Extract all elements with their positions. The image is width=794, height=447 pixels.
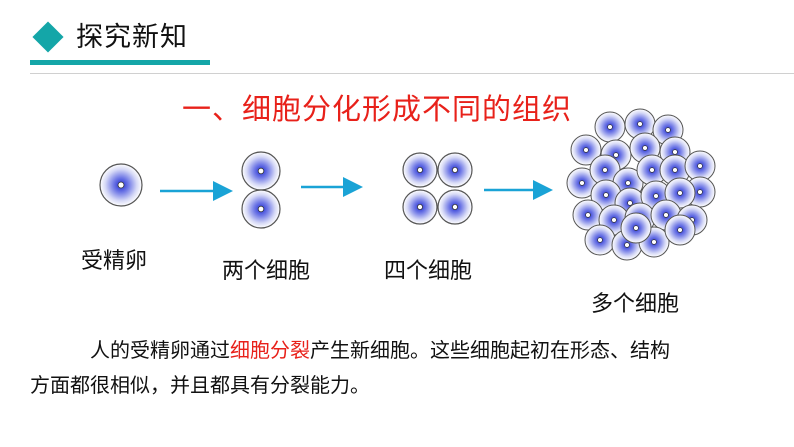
four-cells (402, 152, 473, 225)
cell-nucleus (624, 242, 630, 248)
paragraph-text-1: 人的受精卵通过 (90, 338, 230, 362)
cell-nucleus (653, 193, 659, 199)
cell-nucleus (585, 212, 591, 218)
section-title: 一、细胞分化形成不同的组织 (182, 92, 573, 126)
cell-nucleus (597, 237, 603, 243)
cell-nucleus (665, 127, 671, 133)
two-cells (241, 151, 281, 229)
header-divider (30, 73, 794, 74)
highlight-cell-division: 细胞分裂 (230, 338, 310, 362)
cell-nucleus (697, 189, 703, 195)
cell-nucleus (642, 145, 648, 151)
stage-label-many-cells: 多个细胞 (591, 292, 680, 317)
cell-nucleus (663, 212, 669, 218)
cell-nucleus (637, 121, 643, 127)
cell-nucleus (697, 163, 703, 169)
stage-label-four-cells: 四个细胞 (384, 259, 473, 284)
page-title: 探究新知 (76, 22, 188, 53)
title-underline (30, 60, 210, 65)
fertilized-egg-cell (99, 163, 143, 207)
cell-nucleus (611, 217, 617, 223)
description-paragraph: 人的受精卵通过细胞分裂产生新细胞。这些细胞起初在形态、结构 (90, 332, 780, 369)
cell-nucleus (672, 149, 678, 155)
paragraph-text-2: 产生新细胞。这些细胞起初在形态、结构 (310, 338, 670, 362)
cell-nucleus (613, 152, 619, 158)
many-cells-cluster (566, 108, 716, 261)
cell-nucleus (607, 124, 613, 130)
cell-nucleus (677, 190, 683, 196)
cell-nucleus (625, 180, 631, 186)
cell-nucleus (677, 227, 683, 233)
cell-nucleus (651, 239, 657, 245)
cell-nucleus (672, 167, 678, 173)
cell-nucleus (579, 180, 585, 186)
stage-label-fertilized-egg: 受精卵 (81, 249, 148, 274)
cell-nucleus (603, 192, 609, 198)
cell-nucleus (602, 167, 608, 173)
cell-nucleus (649, 167, 655, 173)
cell-nucleus (627, 200, 633, 206)
stage-label-two-cells: 两个细胞 (222, 259, 311, 284)
cell-nucleus (633, 225, 639, 231)
cell-nucleus (583, 147, 589, 153)
paragraph-text-3: 方面都很相似，并且都具有分裂能力。 (30, 373, 370, 397)
